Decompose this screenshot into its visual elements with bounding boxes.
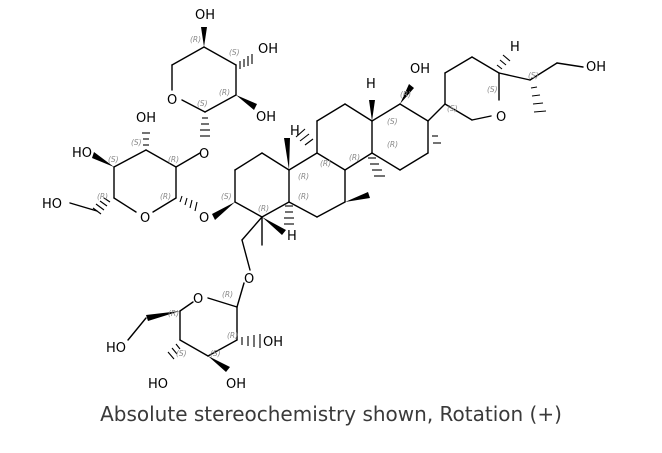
h-steroid-2: H (290, 124, 300, 139)
stereo-label: (S) (131, 138, 142, 147)
o-top-sugar-ring: O (167, 93, 177, 108)
chemical-structure: OH OH OH O O OH HO HO O O O O HO OH HO O… (42, 8, 606, 392)
oh-side-chain: OH (586, 60, 606, 75)
stereo-label: (R) (298, 192, 309, 201)
spiro-pyran-ring (444, 54, 584, 121)
stereo-label: (R) (320, 159, 331, 168)
hash-bond (142, 132, 150, 146)
stereo-label: (R) (168, 155, 179, 164)
hash-bond (530, 86, 547, 113)
oh-top-sugar-2: OH (258, 42, 278, 57)
hash-bond (284, 205, 294, 225)
oh-top-sugar-3: OH (256, 110, 276, 125)
stereo-label: (S) (229, 48, 240, 57)
h-spiro: H (510, 40, 520, 55)
oh-bottom-3: OH (226, 377, 246, 392)
top-sugar-ring (171, 27, 257, 137)
stereo-label: (R) (168, 309, 179, 318)
stereo-label: (S) (528, 71, 539, 80)
stereo-label: (S) (387, 117, 398, 126)
stereo-label: (S) (210, 349, 221, 358)
ho-bottom-2: HO (148, 377, 168, 392)
o-mid-sugar-ring: O (140, 211, 150, 226)
oh-mid-sugar-1: OH (136, 111, 156, 126)
stereo-label: (S) (176, 349, 187, 358)
stereo-label: (R) (400, 90, 411, 99)
caption: Absolute stereochemistry shown, Rotation… (100, 402, 562, 426)
o-bottom-sugar-ring: O (193, 292, 203, 307)
hash-bond (496, 54, 511, 70)
c4-ch2-o-link (241, 216, 263, 271)
hash-bond (239, 54, 253, 69)
h-steroid-1: H (366, 77, 376, 92)
stereo-label: (R) (258, 204, 269, 213)
stereo-label: (S) (108, 155, 119, 164)
hash-bond (200, 117, 210, 137)
bottom-sugar-ring (127, 282, 261, 372)
stereo-label: (R) (222, 290, 233, 299)
stereo-label: (R) (97, 192, 108, 201)
ho-mid-sugar-ch2: HO (42, 197, 62, 212)
stereo-label: (R) (190, 35, 201, 44)
hash-bond (167, 343, 181, 360)
hash-bond (179, 195, 198, 212)
o-link-bottom: O (244, 272, 254, 287)
steroid-core (212, 84, 446, 246)
ho-bottom-ch2: HO (106, 341, 126, 356)
h-steroid-3: H (287, 229, 297, 244)
stereo-label: (S) (447, 104, 458, 113)
stereo-label: (S) (197, 99, 208, 108)
hash-bond (368, 157, 385, 177)
o-spiro-ring: O (496, 110, 506, 125)
hash-bond (432, 135, 441, 144)
stereo-label: (S) (487, 85, 498, 94)
stereo-label: (S) (221, 192, 232, 201)
oh-steroid: OH (410, 62, 430, 77)
stereo-label: (R) (349, 153, 360, 162)
middle-sugar-ring (69, 132, 201, 215)
stereo-label: (R) (160, 192, 171, 201)
ho-mid-sugar-2: HO (72, 146, 92, 161)
stereo-label: (R) (387, 140, 398, 149)
hash-bond (295, 128, 314, 146)
stereo-label: (R) (227, 331, 238, 340)
stereo-label: (R) (219, 88, 230, 97)
stereo-label: (R) (298, 172, 309, 181)
oh-bottom-1: OH (263, 335, 283, 350)
oh-top-sugar-1: OH (195, 8, 215, 23)
o-link-c3: O (199, 211, 209, 226)
o-link-top: O (199, 147, 209, 162)
hash-bond (241, 334, 261, 348)
